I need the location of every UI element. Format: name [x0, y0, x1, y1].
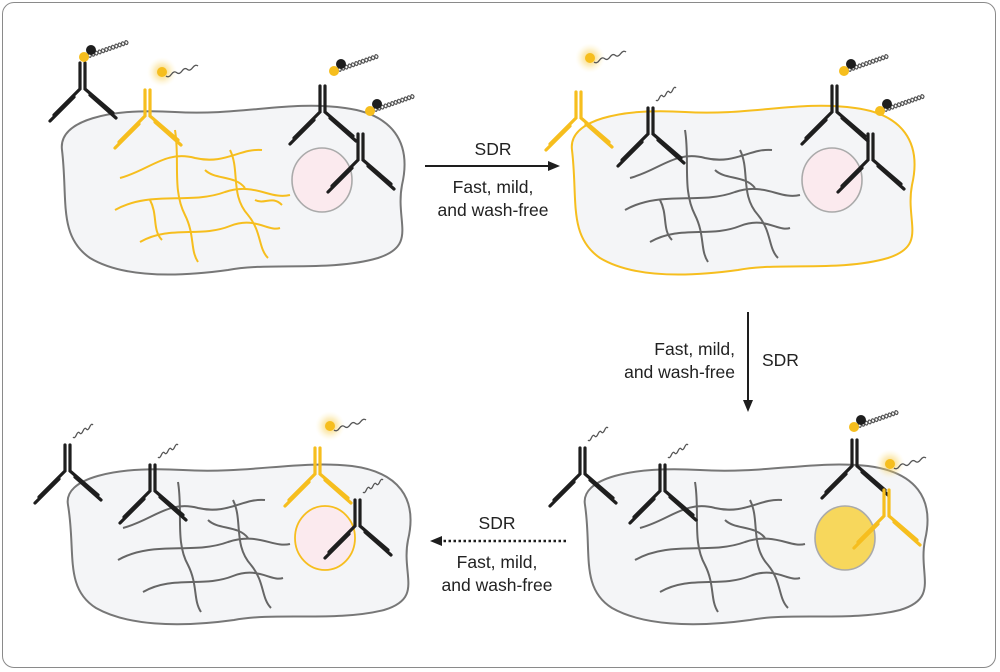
antibody	[326, 132, 396, 194]
fluorescent-probe	[147, 57, 199, 87]
quenched-probe	[875, 94, 925, 116]
antibody	[616, 106, 686, 168]
step-2-method-label: SDR	[762, 350, 799, 370]
single-strand	[667, 443, 689, 459]
arrow-step-2	[743, 312, 753, 412]
step-3-desc-line-1: Fast, mild,	[456, 552, 538, 572]
quenched-probe	[365, 94, 415, 116]
step-1-desc-line-2: and wash-free	[437, 200, 549, 220]
cell-panel-1	[60, 104, 406, 276]
quenched-probe	[79, 40, 129, 62]
antibody	[800, 84, 870, 146]
probe-network	[624, 129, 801, 263]
cell-panel-2	[570, 104, 916, 276]
single-strand	[362, 478, 384, 494]
antibody-labeled	[283, 446, 353, 508]
nucleus	[801, 147, 863, 213]
arrow-step-3	[430, 536, 566, 546]
single-strand	[587, 426, 609, 442]
antibody-layer	[33, 40, 927, 560]
single-strand	[157, 443, 179, 459]
probe-network	[114, 129, 291, 263]
antibody	[628, 463, 698, 525]
antibody	[836, 132, 906, 194]
probe-network	[117, 481, 291, 613]
cell-panel-3	[583, 463, 929, 626]
fluorescent-probe	[875, 449, 927, 479]
antibody	[323, 498, 393, 560]
quenched-probe	[849, 410, 899, 432]
fluorescent-probe	[315, 411, 367, 441]
single-strand	[72, 423, 94, 439]
cell-membrane	[66, 463, 412, 626]
single-strand	[655, 86, 677, 102]
antibody	[33, 443, 103, 505]
step-3-method-label: SDR	[478, 513, 516, 533]
antibody-released	[544, 90, 614, 152]
antibody	[118, 463, 188, 525]
step-2-desc-line-1: Fast, mild,	[654, 339, 735, 359]
nucleus	[814, 505, 876, 571]
cell-membrane	[583, 463, 929, 626]
antibody	[48, 61, 118, 123]
antibody	[288, 84, 358, 146]
step-1-method-label: SDR	[474, 139, 512, 159]
step-2-desc-line-2: and wash-free	[624, 362, 735, 382]
cell-panel-4	[66, 463, 412, 626]
probe-network	[634, 481, 806, 613]
step-1-desc-line-1: Fast, mild,	[452, 177, 534, 197]
antibody	[548, 446, 618, 508]
quenched-probe	[329, 54, 379, 76]
antibody-labeled	[852, 488, 922, 550]
antibody-labeled	[113, 88, 183, 150]
nucleus	[294, 505, 356, 571]
arrow-step-1	[425, 161, 560, 171]
quenched-probe	[839, 54, 889, 76]
step-3-desc-line-2: and wash-free	[441, 575, 553, 595]
nucleus	[291, 147, 353, 213]
fluorescent-probe	[575, 43, 627, 73]
